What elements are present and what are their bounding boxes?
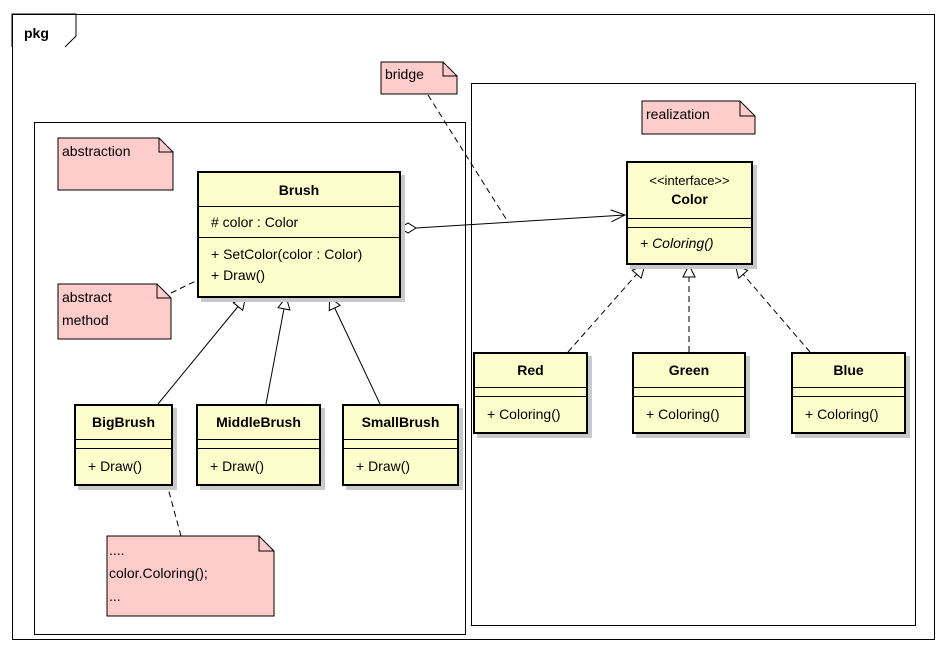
stereotype: <<interface>> — [649, 173, 730, 188]
note-line: .... — [109, 542, 125, 558]
operation: + Draw() — [88, 458, 143, 474]
realization-red-color — [567, 266, 644, 353]
class-red[interactable]: Red + Coloring() — [473, 352, 588, 434]
attributes-section — [475, 387, 586, 396]
note-abstraction-shape — [57, 137, 174, 191]
attributes-section: # color : Color — [199, 206, 399, 237]
generalization-middlebrush-brush — [265, 298, 286, 405]
class-green[interactable]: Green + Coloring() — [632, 352, 746, 434]
note-line: method — [62, 312, 109, 328]
attribute: # color : Color — [211, 214, 299, 230]
realization-blue-color — [736, 266, 811, 353]
note-line: ... — [109, 588, 121, 604]
aggregation-brush-color — [415, 215, 625, 229]
note-bridge-shape — [380, 61, 458, 95]
attributes-section — [634, 387, 744, 396]
operations-section: + Coloring() — [793, 396, 904, 427]
class-smallbrush[interactable]: SmallBrush + Draw() — [342, 404, 459, 486]
class-name: BigBrush — [92, 414, 155, 430]
class-bigbrush[interactable]: BigBrush + Draw() — [74, 404, 173, 486]
class-name: Brush — [278, 182, 320, 198]
operations-section: + Coloring() — [634, 396, 744, 427]
operation: + Coloring() — [487, 406, 561, 422]
operation: + Coloring() — [646, 406, 720, 422]
package-frame-realization — [471, 83, 916, 626]
operation: + Coloring() — [805, 406, 879, 422]
note-line: abstract — [62, 289, 112, 305]
class-name: Blue — [833, 362, 864, 378]
package-frame-pkg — [12, 14, 935, 640]
note-abstraction: abstraction — [62, 143, 131, 159]
attributes-section — [628, 218, 751, 227]
operation: + Coloring() — [640, 235, 714, 251]
class-middlebrush[interactable]: MiddleBrush + Draw() — [196, 404, 321, 486]
note-anchor-bridge — [427, 94, 509, 223]
operations-section: + Coloring() — [628, 227, 751, 256]
attributes-section — [76, 439, 171, 448]
note-bridge: bridge — [385, 66, 424, 82]
generalization-bigbrush-brush — [157, 298, 245, 405]
note-realization-shape — [641, 100, 756, 135]
note-abstract-method-shape — [57, 283, 172, 340]
operations-section: + Draw() — [344, 448, 457, 479]
note-abstract-method: abstract method — [62, 286, 112, 332]
package-frame-abstraction — [34, 122, 466, 635]
package-label: pkg — [24, 25, 49, 41]
note-realization: realization — [646, 106, 710, 122]
operations-section: + Draw() — [198, 448, 319, 479]
attributes-section — [198, 439, 319, 448]
class-brush[interactable]: Brush # color : Color + SetColor(color :… — [197, 171, 401, 298]
operations-section: + Draw() — [76, 448, 171, 479]
operations-section: + SetColor(color : Color) + Draw() — [199, 237, 399, 288]
interface-color[interactable]: <<interface>> Color + Coloring() — [626, 161, 753, 265]
generalization-smallbrush-brush — [330, 298, 381, 405]
operations-section: + Coloring() — [475, 396, 586, 427]
class-name: SmallBrush — [361, 414, 440, 430]
operation: + Draw() — [210, 458, 265, 474]
class-name: Red — [517, 362, 544, 378]
note-code: .... color.Coloring(); ... — [109, 539, 208, 608]
class-name: MiddleBrush — [216, 414, 301, 430]
operation: + Draw() — [356, 458, 411, 474]
operation: + SetColor(color : Color) — [211, 246, 363, 262]
attributes-section — [344, 439, 457, 448]
note-code-shape — [106, 535, 275, 617]
operation: + Draw() — [211, 267, 266, 283]
class-name: Green — [668, 362, 710, 378]
class-blue[interactable]: Blue + Coloring() — [791, 352, 906, 434]
attributes-section — [793, 387, 904, 396]
note-line: color.Coloring(); — [109, 565, 208, 581]
interface-name: Color — [671, 191, 708, 207]
